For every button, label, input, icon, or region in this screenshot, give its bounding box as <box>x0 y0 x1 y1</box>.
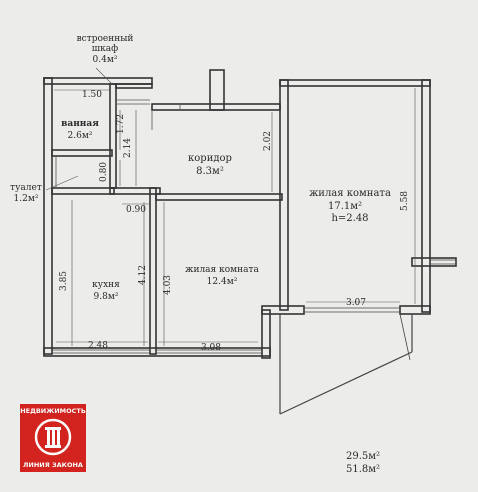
wall-right <box>421 79 431 313</box>
area-totals: 29.5м² 51.8м² <box>346 450 380 476</box>
total-area: 51.8м² <box>346 464 381 475</box>
dim-5-58: 5.58 <box>400 191 410 211</box>
corridor-name: коридор <box>188 153 232 164</box>
dim-0-90: 0.90 <box>126 205 146 215</box>
bathroom-name: ванная <box>61 119 99 129</box>
column-icon <box>34 418 72 456</box>
kitchen-name: кухня <box>92 280 120 290</box>
wall-toilet-corridor <box>109 187 161 195</box>
wall-closet-top <box>115 83 153 89</box>
wall-top-corridor <box>151 103 281 111</box>
living-small-area: 12.4м² <box>207 277 238 287</box>
closet-name-line2: шкаф <box>92 44 118 54</box>
wall-bottom-step <box>261 309 271 359</box>
wall-corridor-bottom <box>155 193 283 201</box>
wall-loggia-right <box>399 305 431 315</box>
wall-kitchen-living <box>149 187 157 355</box>
wall-bottom <box>43 347 271 357</box>
doors <box>55 99 181 188</box>
bathroom-area: 2.6м² <box>68 131 93 141</box>
wall-top-left <box>43 77 153 85</box>
windows <box>52 259 456 415</box>
logo-bottom-text: ЛИНИЯ ЗАКОНА <box>23 461 83 469</box>
living-area-total: 29.5м² <box>346 451 381 462</box>
wall-bath-right <box>109 83 117 189</box>
wall-toilet-bottom <box>51 187 115 195</box>
wall-living-top <box>279 79 431 87</box>
vent-shaft <box>209 69 225 111</box>
logo-top-text: НЕДВИЖИМОСТЬ <box>20 407 86 415</box>
dim-2-48: 2.48 <box>88 341 108 351</box>
closet-area: 0.4м² <box>93 55 118 65</box>
dim-2-02: 2.02 <box>263 131 273 151</box>
wall-loggia-left <box>261 305 305 315</box>
dim-2-14: 2.14 <box>123 138 133 158</box>
dim-3-07: 3.07 <box>346 298 366 308</box>
living-large-name: жилая комната <box>309 188 391 199</box>
dim-4-12: 4.12 <box>138 265 148 285</box>
living-large-height: h=2.48 <box>331 213 368 224</box>
dim-4-03: 4.03 <box>163 275 173 295</box>
dim-1-72: 1.72 <box>116 114 126 134</box>
walls <box>43 69 457 359</box>
dim-3-85: 3.85 <box>59 271 69 291</box>
wall-right-stub <box>411 257 457 267</box>
dim-1-50: 1.50 <box>82 90 102 100</box>
closet-name-line1: встроенный <box>77 34 134 44</box>
living-small-name: жилая комната <box>185 265 259 275</box>
toilet-name: туалет <box>10 183 42 193</box>
dim-3-08: 3.08 <box>201 343 221 353</box>
kitchen-area: 9.8м² <box>94 292 119 302</box>
wall-left <box>43 77 53 355</box>
toilet-area: 1.2м² <box>14 194 39 204</box>
dim-0-80: 0.80 <box>99 162 109 182</box>
agency-logo: НЕДВИЖИМОСТЬ ЛИНИЯ ЗАКОНА <box>20 404 86 472</box>
living-large-area: 17.1м² <box>328 201 362 212</box>
dimension-lines <box>45 67 416 346</box>
wall-bath-bottom <box>51 149 113 157</box>
corridor-area: 8.3м² <box>196 166 224 177</box>
